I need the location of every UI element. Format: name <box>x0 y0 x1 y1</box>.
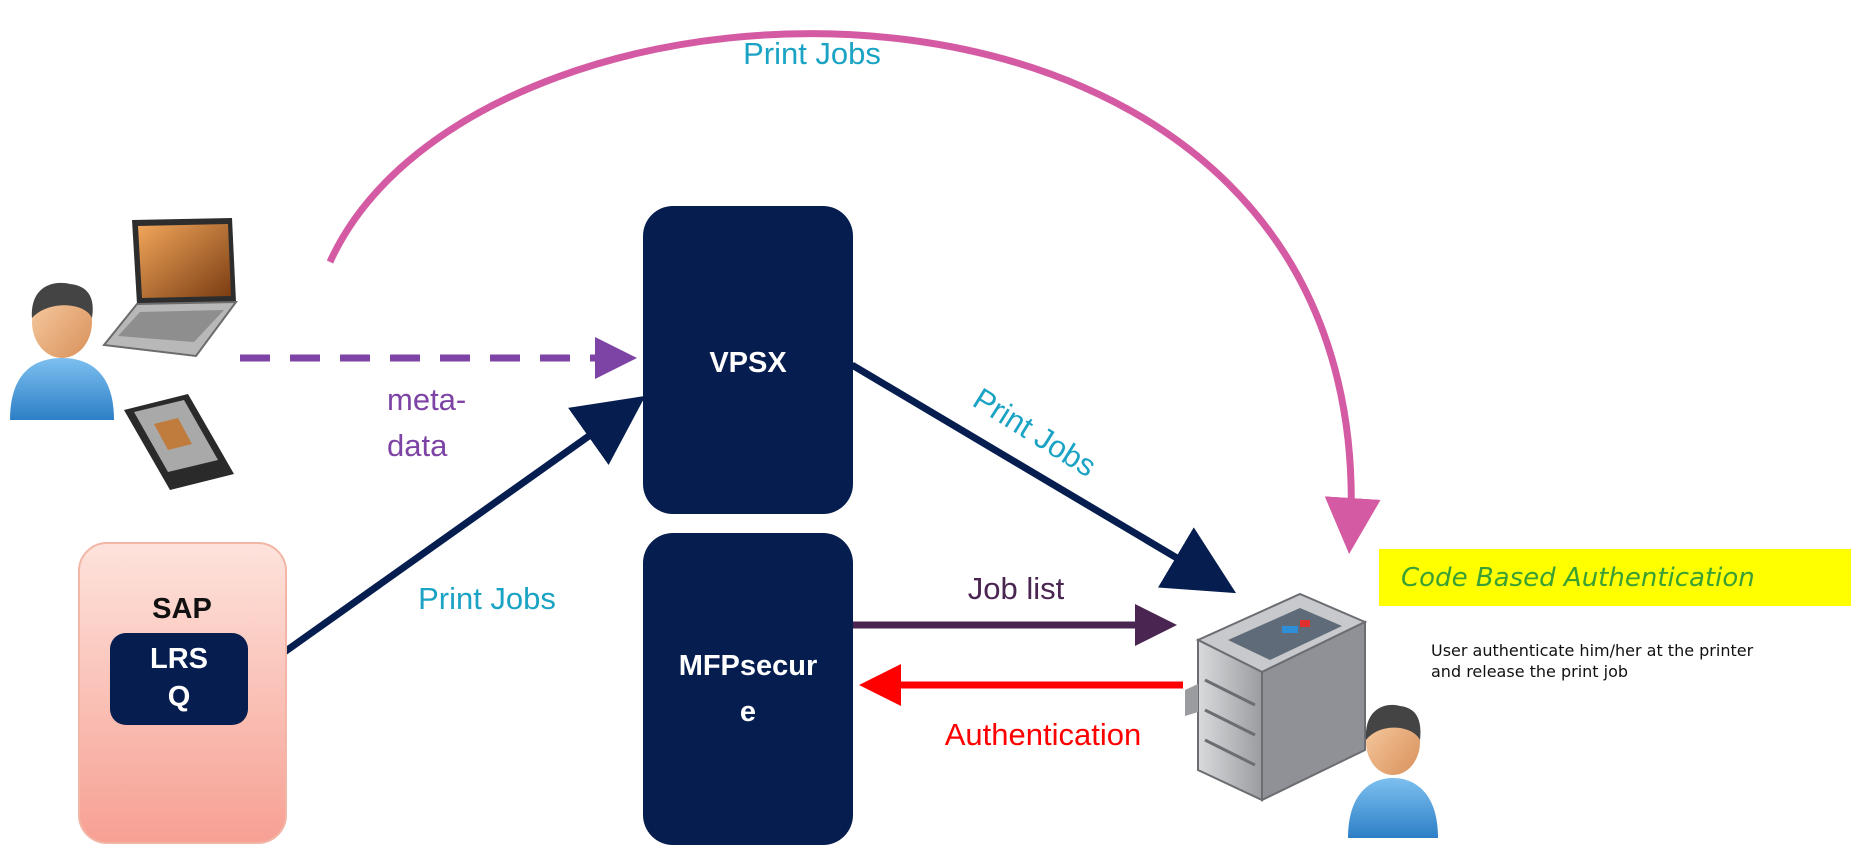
authentication-label: Authentication <box>945 717 1141 752</box>
code-based-authentication-callout: Code Based Authentication <box>1379 549 1851 606</box>
mfpsecure-label-line2: e <box>740 696 756 728</box>
mfpsecure-node: MFPsecur e <box>643 533 853 845</box>
vpsx-to-printer-arrow <box>850 361 1237 594</box>
user-icon <box>10 282 114 420</box>
lrsq-label-line1: LRS <box>150 643 208 675</box>
callout-note-line1: User authenticate him/her at the printer <box>1431 641 1754 660</box>
user-icon <box>1348 704 1438 838</box>
printer-icon <box>1185 592 1368 802</box>
sap-label: SAP <box>152 593 212 625</box>
sap-node: SAP LRS Q <box>78 542 287 844</box>
top-arc-arrow <box>326 30 1381 554</box>
metadata-label-line2: data <box>387 428 448 463</box>
vpsx-label: VPSX <box>709 347 787 379</box>
laptop-icon <box>102 218 239 358</box>
vpsx-to-printer-label: Print Jobs <box>967 381 1102 484</box>
metadata-label-line1: meta- <box>387 382 466 417</box>
callout-title: Code Based Authentication <box>1401 562 1755 593</box>
sap-to-vpsx-arrow <box>242 395 646 683</box>
vpsx-node: VPSX <box>643 206 853 514</box>
callout-note-line2: and release the print job <box>1431 662 1629 681</box>
lrsq-node: LRS Q <box>110 633 248 725</box>
mfpsecure-label-line1: MFPsecur <box>679 650 818 682</box>
callout-note: User authenticate him/her at the printer… <box>1431 640 1811 682</box>
smartphone-icon <box>124 394 234 490</box>
job-list-label: Job list <box>968 571 1065 606</box>
top-arc-label: Print Jobs <box>743 36 881 71</box>
sap-to-vpsx-label: Print Jobs <box>418 581 556 616</box>
lrsq-label-line2: Q <box>168 681 191 713</box>
